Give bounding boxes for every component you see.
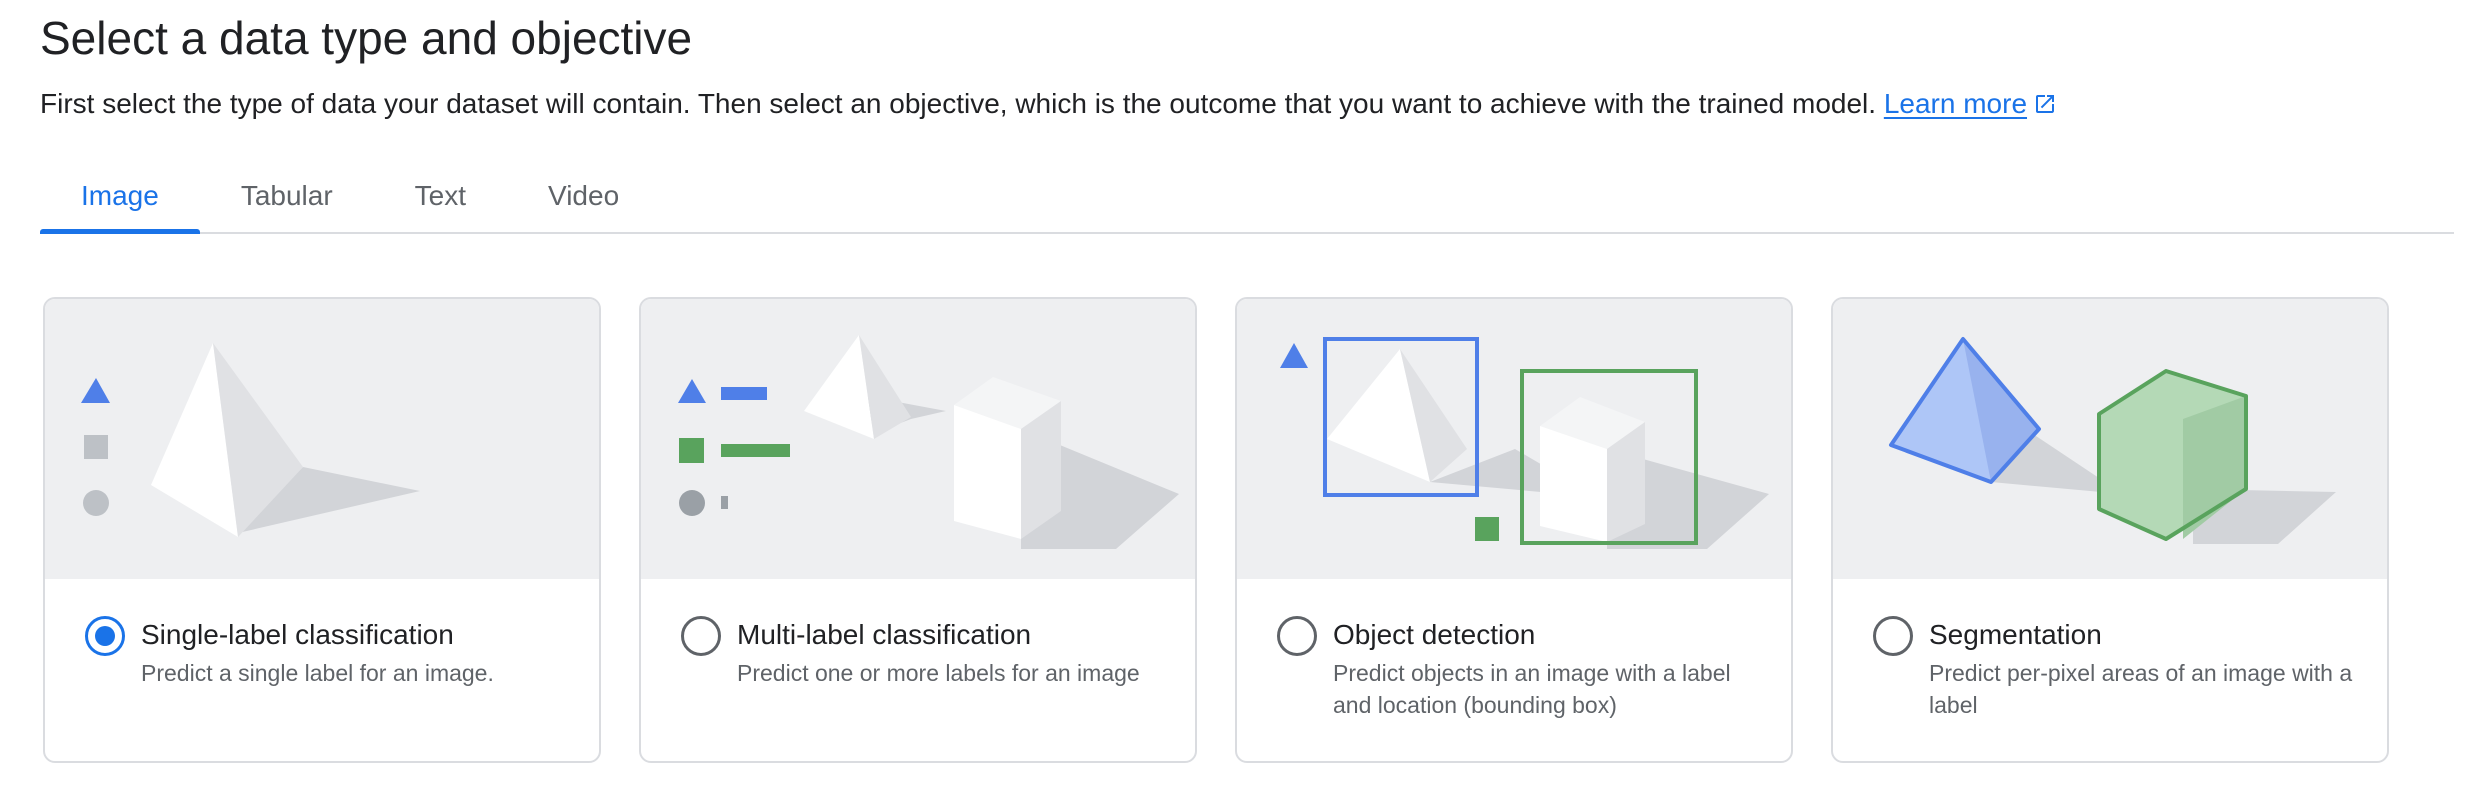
object-detection-description: Predict objects in an image with a label… [1333, 660, 1731, 718]
tab-video[interactable]: Video [548, 180, 620, 211]
triangle-label-shape [678, 379, 706, 403]
pyramid-left-face [151, 343, 238, 537]
object-detection-title: Object detection [1333, 619, 1536, 650]
segmented-pyramid-outline [1889, 337, 2041, 484]
description-text: First select the type of data your datas… [40, 88, 1877, 119]
single-label-illustration [45, 299, 599, 579]
segmentation-illustration [1833, 299, 2387, 579]
single-label-radio[interactable] [85, 616, 125, 656]
page-title: Select a data type and objective [40, 12, 693, 64]
square-label-shape [84, 435, 108, 459]
learn-more-link[interactable]: Learn more [1884, 88, 2057, 119]
cube-shadow [1607, 449, 1769, 549]
pyramid-left-face [1327, 349, 1430, 482]
segmented-cube-side-face [2183, 396, 2246, 539]
segmented-shapes-illustration [1889, 337, 2336, 544]
bounding-box-illustration [1280, 337, 1769, 549]
data-type-tabs: Image Tabular Text Video [40, 160, 2454, 234]
tab-text[interactable]: Text [414, 180, 467, 211]
multi-label-illustration [641, 299, 1195, 579]
objective-card-single-label[interactable]: Single-label classification Predict a si… [43, 297, 601, 763]
cube-top-face [954, 377, 1061, 429]
cube-side-face [1607, 422, 1645, 542]
open-in-new-icon[interactable] [2033, 92, 2057, 116]
object-detection-radio[interactable] [1277, 616, 1317, 656]
segmentation-radio[interactable] [1873, 616, 1913, 656]
green-bounding-box [1520, 369, 1698, 545]
pyramid-cube-illustration [678, 335, 1179, 549]
segmentation-title: Segmentation [1929, 619, 2102, 650]
green-label-square [1475, 517, 1499, 541]
single-label-title: Single-label classification [141, 619, 454, 650]
multi-label-title: Multi-label classification [737, 619, 1032, 650]
objective-card-multi-label[interactable]: Multi-label classification Predict one o… [639, 297, 1197, 763]
blue-label-bar [721, 387, 767, 400]
green-label-square [679, 438, 704, 463]
single-label-description: Predict a single label for an image. [141, 660, 494, 686]
cube-shadow [2193, 489, 2336, 544]
circle-label-shape [83, 490, 109, 516]
triangle-label-shape [81, 378, 110, 403]
segmented-cube-outline [2097, 369, 2248, 541]
segmentation-description: Predict per-pixel areas of an image with… [1929, 660, 2353, 718]
pyramid-left-face [804, 335, 874, 439]
segmented-pyramid-right-face [1963, 339, 2039, 482]
objective-card-segmentation[interactable]: Segmentation Predict per-pixel areas of … [1831, 297, 2389, 763]
cube-top-face [1540, 397, 1645, 449]
green-label-bar [721, 444, 790, 457]
pyramid-right-face [859, 335, 911, 439]
learn-more-label[interactable]: Learn more [1883, 88, 2028, 119]
page-description: First select the type of data your datas… [40, 84, 2057, 124]
pyramid-right-face [1400, 349, 1467, 482]
tab-tabular[interactable]: Tabular [240, 180, 333, 211]
multi-label-radio[interactable] [681, 616, 721, 656]
cube-front-face [954, 405, 1021, 539]
pyramid-shadow [1991, 434, 2123, 494]
object-detection-illustration [1237, 299, 1791, 579]
gray-label-bar [721, 496, 728, 509]
cube-side-face [1021, 401, 1061, 539]
objective-card-object-detection[interactable]: Object detection Predict objects in an i… [1235, 297, 1793, 763]
blue-bounding-box [1323, 337, 1479, 497]
multi-label-description: Predict one or more labels for an image [737, 660, 1140, 686]
pyramid-illustration [81, 343, 420, 537]
pyramid-shadow [238, 467, 420, 533]
triangle-label-shape [1280, 343, 1308, 368]
tab-image[interactable]: Image [40, 160, 200, 234]
cube-front-face [1540, 426, 1607, 542]
gray-label-circle [679, 490, 705, 516]
pyramid-right-face [213, 343, 303, 537]
